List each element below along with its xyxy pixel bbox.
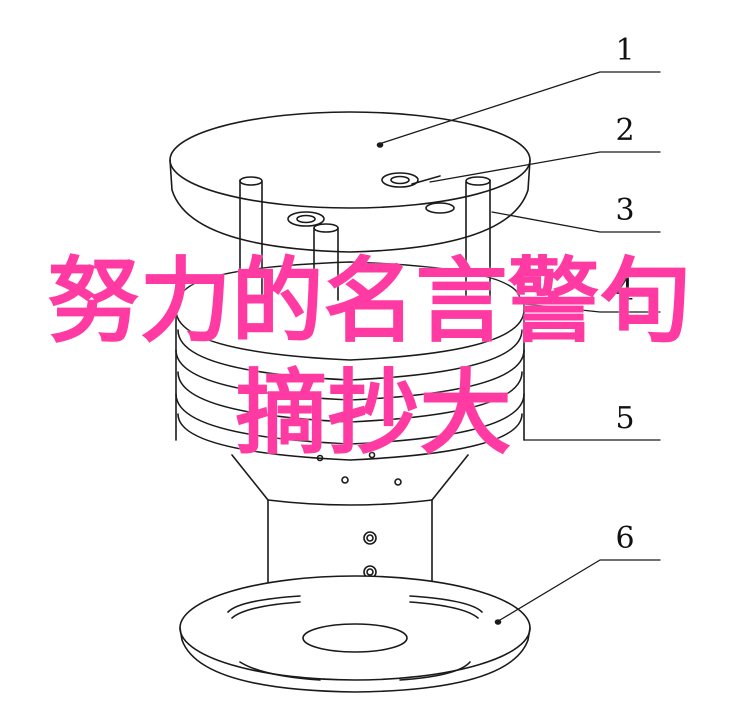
callout-label-3: 3 — [615, 193, 635, 228]
overlay-title-line-2: 摘抄大 — [235, 360, 512, 467]
callout-label-4: 4 — [615, 273, 635, 308]
overlay-title-line-1: 努力的名言警句 — [47, 248, 692, 355]
callout-label-5: 5 — [615, 401, 635, 436]
top-screws — [287, 172, 455, 227]
callout-label-1: 1 — [615, 33, 635, 68]
top-cap — [169, 111, 531, 253]
callout-label-6: 6 — [615, 521, 635, 556]
leader-lines — [381, 71, 661, 621]
louver-rings — [175, 261, 525, 461]
lower-body — [231, 451, 469, 591]
base-plate — [179, 575, 531, 693]
callout-label-2: 2 — [615, 113, 635, 148]
